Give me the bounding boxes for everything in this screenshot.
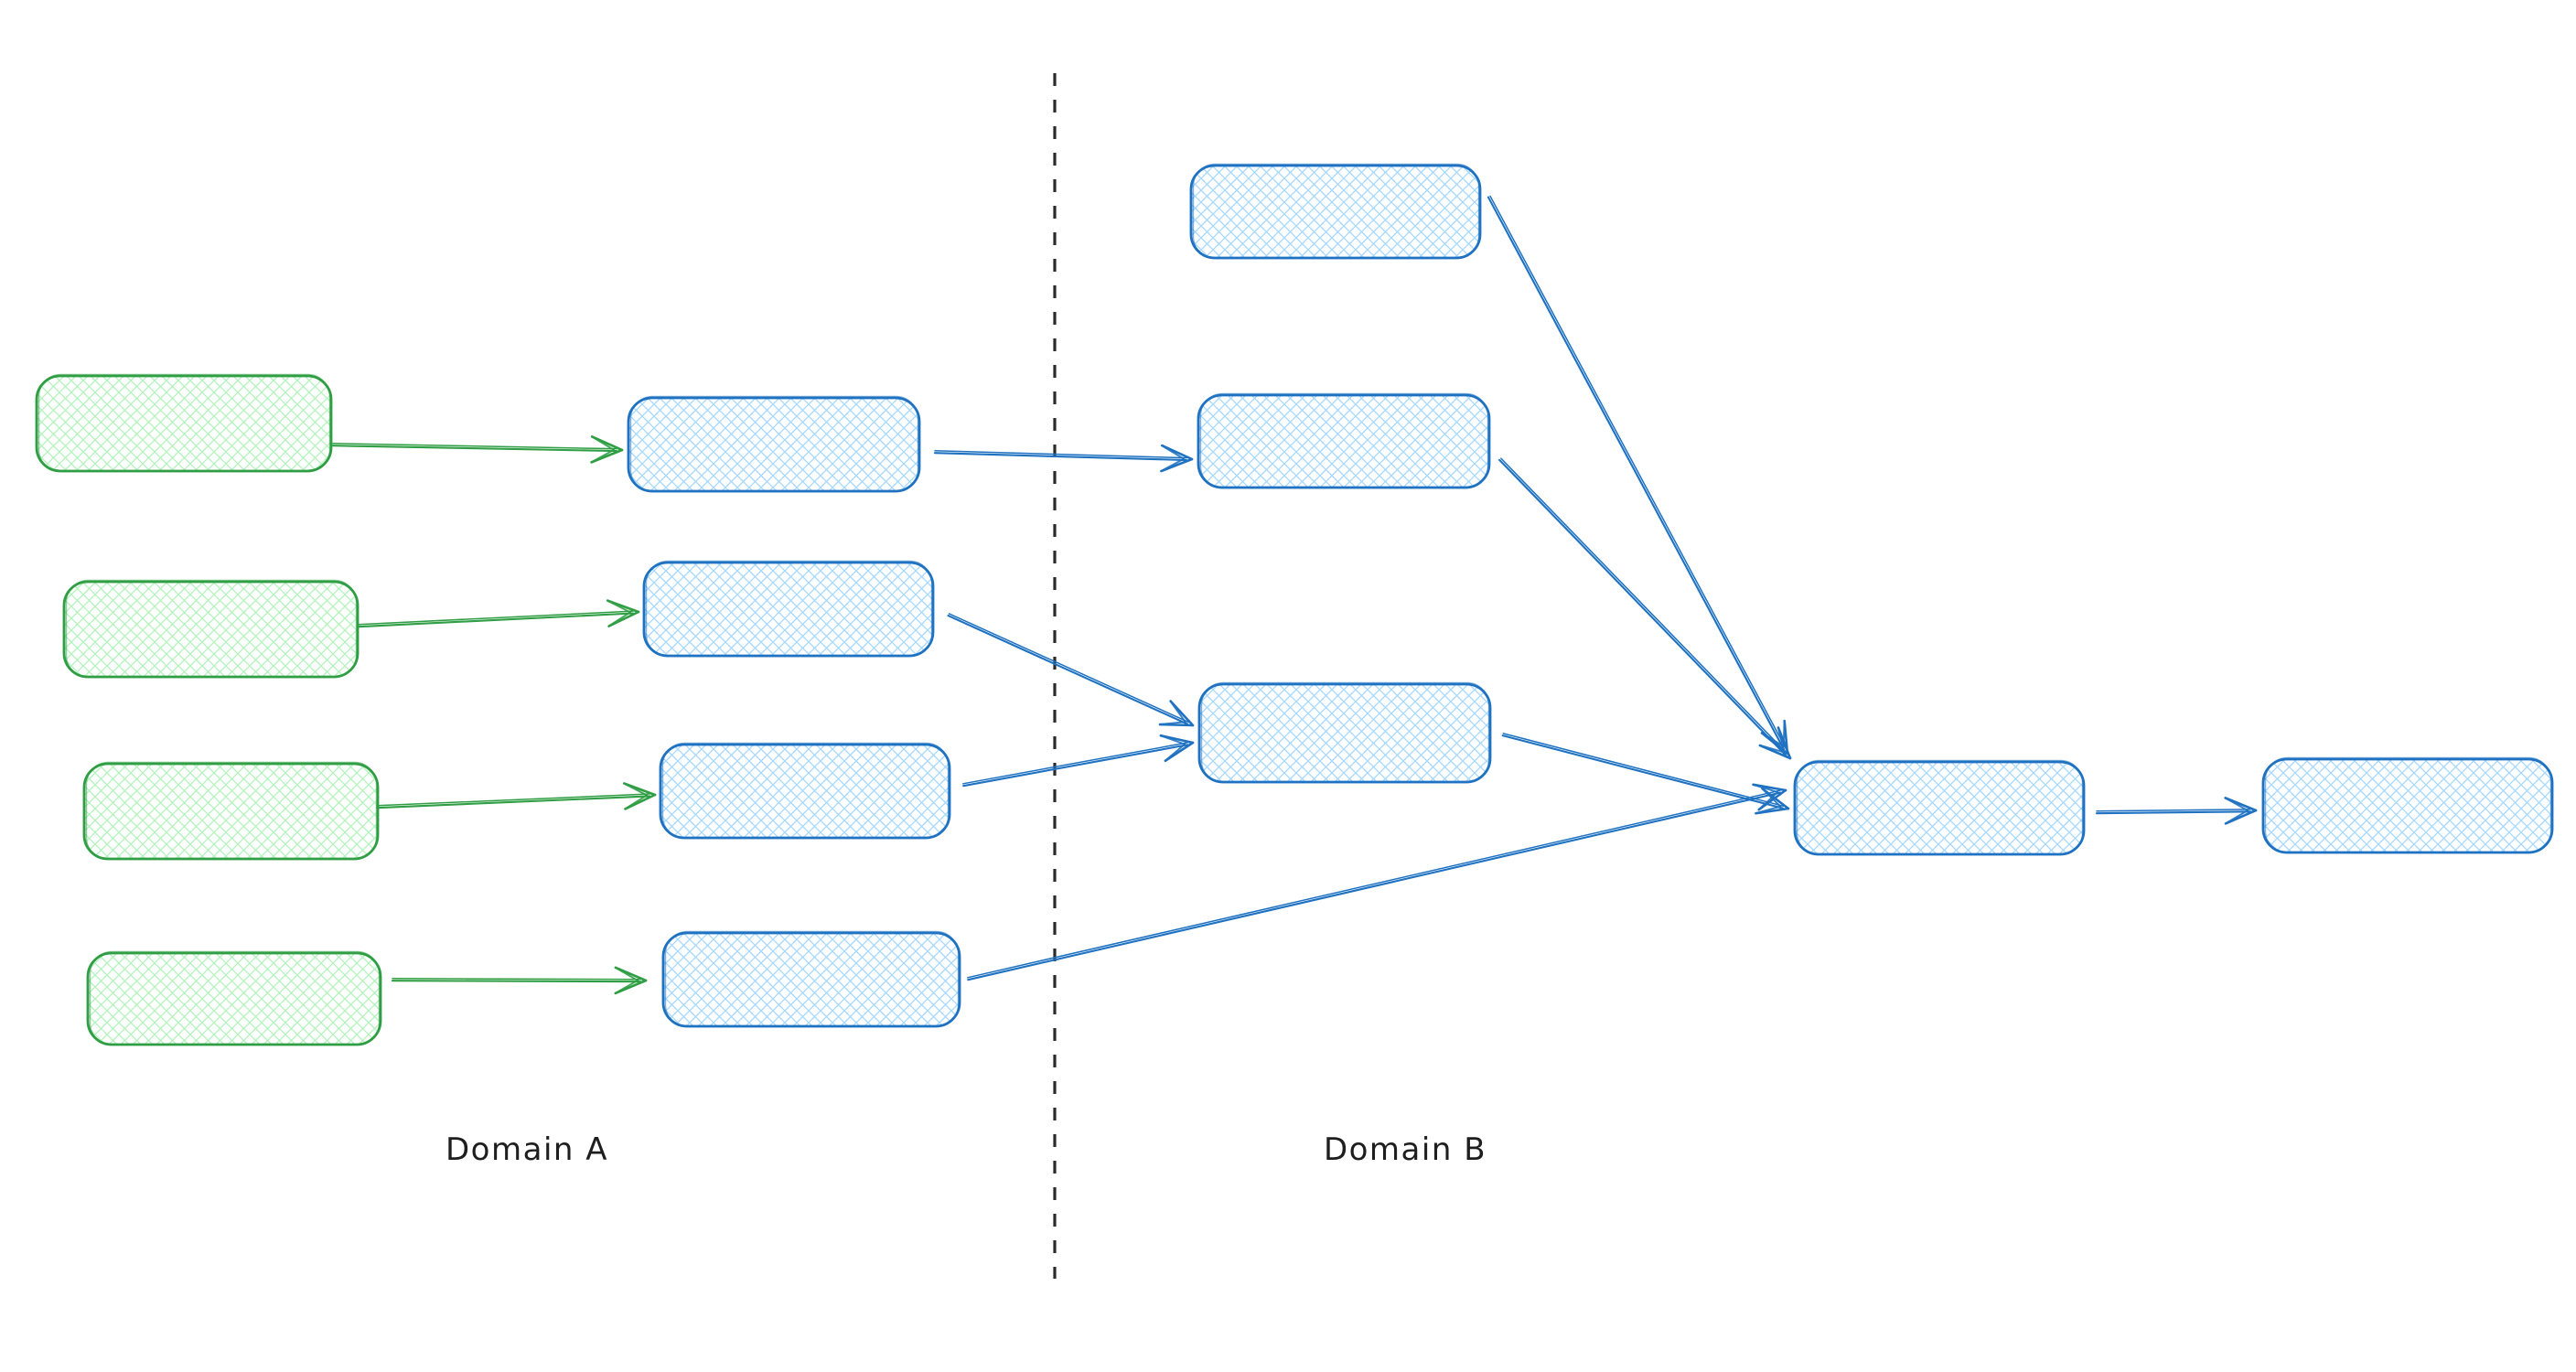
node-domain-b-node-2[interactable] xyxy=(1197,392,1491,489)
arrow-aggregator-to-output[interactable] xyxy=(2095,797,2258,825)
node-domain-a-source-4[interactable] xyxy=(86,950,382,1046)
node-domain-b-output[interactable] xyxy=(2261,756,2554,854)
node-domain-b-node-1[interactable] xyxy=(1189,163,1482,260)
node-domain-a-node-4[interactable] xyxy=(661,930,961,1028)
node-domain-b-node-3[interactable] xyxy=(1197,681,1492,784)
node-domain-a-node-1[interactable] xyxy=(627,395,921,493)
node-domain-a-node-3[interactable] xyxy=(659,742,951,840)
arrow-a3-to-b3[interactable] xyxy=(962,734,1195,788)
node-domain-a-source-2[interactable] xyxy=(62,579,360,679)
label-domain-a[interactable]: Domain A xyxy=(445,1131,608,1168)
node-domain-a-source-3[interactable] xyxy=(82,761,380,861)
arrow-source1-to-a1[interactable] xyxy=(331,435,624,464)
arrow-b1-to-aggregator[interactable] xyxy=(1487,195,1789,756)
arrow-a4-to-aggregator[interactable] xyxy=(966,783,1787,981)
arrow-source2-to-a2[interactable] xyxy=(358,599,640,628)
arrow-a2-to-b3[interactable] xyxy=(947,613,1195,727)
node-domain-a-source-1[interactable] xyxy=(35,373,333,473)
node-domain-b-aggregator[interactable] xyxy=(1793,759,2086,856)
arrow-source4-to-a4[interactable] xyxy=(391,966,648,995)
arrow-a1-to-b2[interactable] xyxy=(933,444,1194,473)
arrow-source3-to-a3[interactable] xyxy=(376,782,657,810)
arrow-b3-to-aggregator[interactable] xyxy=(1501,733,1790,815)
node-domain-a-node-2[interactable] xyxy=(642,560,935,658)
arrow-b2-to-aggregator[interactable] xyxy=(1498,457,1792,760)
label-domain-b[interactable]: Domain B xyxy=(1324,1131,1487,1168)
